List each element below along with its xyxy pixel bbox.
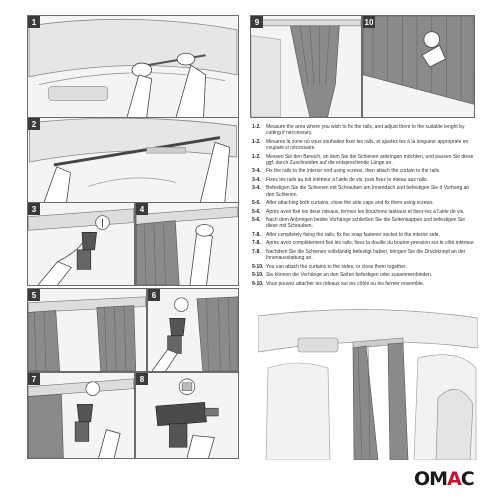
instruction-item: 9-10.Vous pouvez attacher les rideaux su… (252, 280, 425, 287)
final-cabin-illustration (258, 308, 478, 460)
instruction-item: 5-6.Après avoir fixé les deux rideaux, f… (252, 208, 465, 215)
instruction-item: 3-4.Befestigen Sie die Schienen mit Schr… (252, 185, 470, 198)
step-number: 3 (28, 203, 40, 215)
step-number: 8 (136, 373, 148, 385)
step-10-illustration: 10 (362, 15, 475, 118)
instruction-item: 5-6.After attaching both curtains, close… (252, 200, 434, 207)
instruction-item: 5-6.Nach dem Anbringen beider Vorhänge s… (252, 217, 466, 230)
instruction-item: 1-2.Messen Sie den Bereich, an dem Sie d… (252, 153, 474, 166)
step-7-illustration: 7 (27, 372, 135, 459)
instruction-item: 7-8.Après avoir complètement fixé les ra… (252, 240, 475, 247)
step-number: 4 (136, 203, 148, 215)
step-6-illustration: 6 (147, 288, 239, 372)
snap-fastener-drawing (28, 378, 134, 458)
step-3-illustration: 3 (27, 202, 135, 286)
instruction-item: 9-10.Sie können die Vorhänge an den Seit… (252, 272, 433, 279)
step-number: 7 (28, 373, 40, 385)
instruction-item: 7-8.After completely fixing the rails, f… (252, 231, 440, 238)
instruction-list: 1-2.Measure the area where you wish to f… (252, 124, 478, 289)
step-number: 5 (28, 289, 40, 301)
hang-curtain-drawing (136, 206, 238, 285)
snap-closeup-drawing (363, 16, 474, 105)
both-curtains-drawing (28, 296, 146, 371)
step-4-illustration: 4 (135, 202, 239, 286)
instruction-item: 3-4.Fix the rails to the interior roof u… (252, 168, 441, 175)
hold-rail-drawing (29, 118, 237, 202)
step-2-illustration: 2 (27, 117, 239, 203)
drill-rail-drawing (28, 208, 134, 285)
step-1-illustration: 1 (27, 15, 239, 118)
instruction-item: 3-4.Fixez les rails au toit intérieur à … (252, 176, 428, 183)
measure-roof-drawing (28, 18, 238, 117)
step-number: 6 (148, 289, 160, 301)
side-cap-drawing (151, 296, 238, 371)
instruction-item: 9-10.You can attach the curtains to the … (252, 263, 407, 270)
step-number: 1 (28, 16, 40, 28)
step-number: 10 (363, 16, 375, 28)
step-8-illustration: 8 (135, 372, 239, 459)
drill-closeup-drawing (155, 378, 219, 458)
step-9-illustration: 9 (250, 15, 362, 118)
instruction-item: 1-2.Mesurez la zone où vous souhaitez fi… (252, 138, 469, 152)
van-interior-drawing (258, 309, 478, 460)
step-number: 9 (251, 16, 263, 28)
step-number: 2 (28, 118, 40, 130)
curtain-tieback-drawing (251, 19, 361, 117)
instruction-item: 1-2.Measure the area where you wish to f… (252, 124, 465, 137)
instruction-item: 7-8.Nachdem Sie die Schienen vollständig… (252, 248, 466, 262)
step-5-illustration: 5 (27, 288, 147, 372)
